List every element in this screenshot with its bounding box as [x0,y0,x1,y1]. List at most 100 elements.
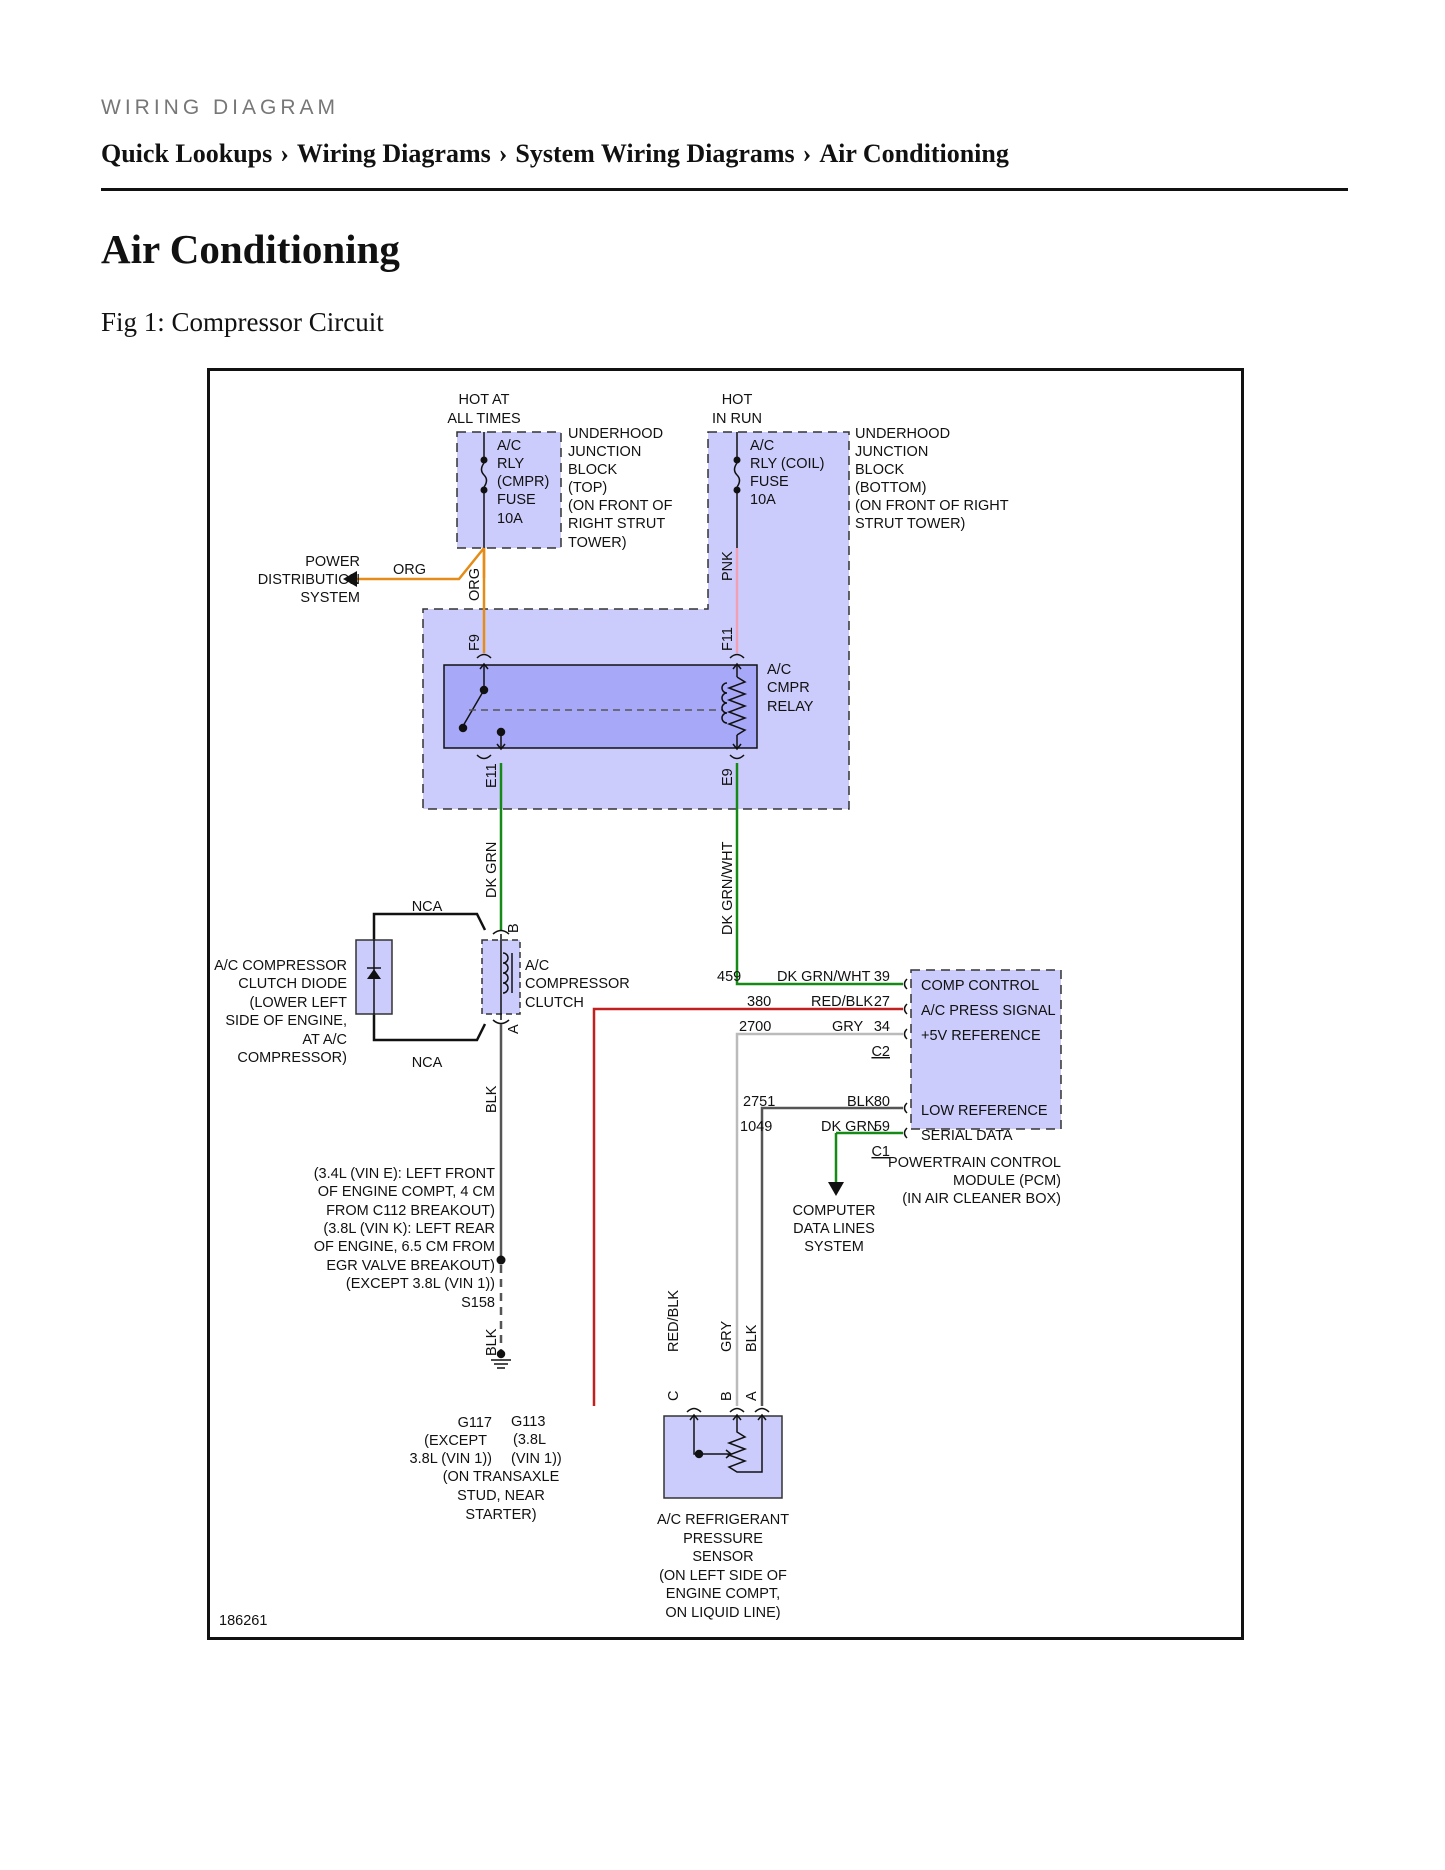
svg-text:A/C COMPRESSOR: A/C COMPRESSOR [214,958,347,974]
svg-text:JUNCTION: JUNCTION [855,444,928,460]
label-clutch: A/C COMPRESSOR CLUTCH [525,958,630,1011]
svg-text:10A: 10A [750,492,776,508]
wiring-diagram-figure: HOT AT ALL TIMES HOT IN RUN A/C RLY (CMP… [207,368,1244,1640]
svg-text:A/C: A/C [497,438,521,454]
svg-text:DK GRN/WHT: DK GRN/WHT [777,969,871,985]
svg-text:2751: 2751 [743,1094,775,1110]
svg-text:(ON FRONT OF RIGHT: (ON FRONT OF RIGHT [855,498,1009,514]
sensor-symbol [686,1407,770,1473]
relay-switch-symbol [458,665,723,748]
diode-icon [367,940,381,1014]
svg-text:POWER: POWER [305,554,360,570]
svg-text:HOT: HOT [722,392,753,408]
breadcrumb-separator: › [498,139,508,168]
svg-text:GRY: GRY [832,1019,863,1035]
svg-text:SIDE OF ENGINE,: SIDE OF ENGINE, [225,1013,347,1029]
breadcrumb-item-air-conditioning[interactable]: Air Conditioning [819,139,1009,168]
svg-text:BLOCK: BLOCK [855,462,904,478]
svg-text:A/C: A/C [750,438,774,454]
svg-text:DK GRN: DK GRN [821,1119,877,1135]
label-clutch-diode: A/C COMPRESSOR CLUTCH DIODE (LOWER LEFT … [214,958,347,1066]
svg-text:FROM C112 BREAKOUT): FROM C112 BREAKOUT) [326,1203,495,1219]
figure-caption: Fig 1: Compressor Circuit [101,307,384,337]
label-hot-in-run: HOT IN RUN [712,392,762,427]
svg-text:(ON LEFT SIDE OF: (ON LEFT SIDE OF [659,1568,787,1584]
wire-label-blk: BLK [484,1085,500,1113]
pcm-row-5v-reference: 2700 GRY 34 +5V REFERENCE [739,1019,1041,1044]
clutch-coil-icon [492,929,513,1025]
svg-text:39: 39 [874,969,890,985]
wire-label-gry: GRY [719,1321,735,1352]
ujb-top-box [456,431,562,549]
svg-text:IN RUN: IN RUN [712,411,762,427]
header-divider [101,188,1348,191]
svg-text:(BOTTOM): (BOTTOM) [855,480,926,496]
svg-text:(TOP): (TOP) [568,480,607,496]
connector-c2: C2 [871,1044,890,1060]
svg-text:(ON TRANSAXLE: (ON TRANSAXLE [443,1469,560,1485]
svg-text:STARTER): STARTER) [465,1507,536,1523]
pin-f11: F11 [720,627,736,651]
wire-label-org: ORG [393,562,426,578]
pcm-row-comp-control: 459 DK GRN/WHT 39 COMP CONTROL [717,969,1039,994]
label-fuse-cmpr: A/C RLY (CMPR) FUSE 10A [497,438,549,527]
svg-text:ON LIQUID LINE): ON LIQUID LINE) [665,1605,780,1621]
svg-text:OF ENGINE COMPT, 4 CM: OF ENGINE COMPT, 4 CM [318,1184,495,1200]
computer-data-arrow-icon [828,1182,844,1196]
svg-text:SYSTEM: SYSTEM [300,590,360,606]
pcm-row-serial-data: 1049 DK GRN 59 SERIAL DATA [740,1119,1013,1144]
label-g117: G117 (EXCEPT 3.8L (VIN 1)) [410,1415,492,1467]
svg-text:A/C: A/C [767,662,791,678]
svg-text:DISTRIBUTION: DISTRIBUTION [258,572,360,588]
wire-label-dk-grn-wht: DK GRN/WHT [720,841,736,935]
wire-label-org-vertical: ORG [467,568,483,601]
pcm-row-low-reference: 2751 BLK 80 LOW REFERENCE [743,1094,1048,1119]
label-ground-note: (3.4L (VIN E): LEFT FRONT OF ENGINE COMP… [314,1166,495,1292]
svg-text:(EXCEPT: (EXCEPT [424,1433,487,1449]
label-nca-top: NCA [412,899,443,915]
pcm-box [910,969,1062,1130]
svg-text:STUD, NEAR: STUD, NEAR [457,1488,545,1504]
svg-text:SENSOR: SENSOR [692,1549,753,1565]
svg-text:(EXCEPT 3.8L (VIN 1)): (EXCEPT 3.8L (VIN 1)) [346,1276,495,1292]
svg-text:59: 59 [874,1119,890,1135]
breadcrumb-item-wiring-diagrams[interactable]: Wiring Diagrams [296,139,491,168]
breadcrumb: Quick Lookups›Wiring Diagrams›System Wir… [101,139,1009,169]
fuse-coil-symbol [733,432,741,548]
wire-gry [735,1032,903,1406]
svg-text:SYSTEM: SYSTEM [804,1239,864,1255]
svg-text:(3.8L (VIN K): LEFT REAR: (3.8L (VIN K): LEFT REAR [323,1221,495,1237]
svg-text:RLY: RLY [497,456,524,472]
svg-text:1049: 1049 [740,1119,772,1135]
svg-text:A/C: A/C [525,958,549,974]
svg-text:27: 27 [874,994,890,1010]
svg-text:UNDERHOOD: UNDERHOOD [568,426,663,442]
svg-text:RIGHT STRUT: RIGHT STRUT [568,516,665,532]
svg-text:BLOCK: BLOCK [568,462,617,478]
page-title: Air Conditioning [101,226,400,272]
pin-a: A [506,1024,522,1034]
ac-cmpr-relay [443,664,758,749]
relay-coil-symbol [721,665,748,748]
breadcrumb-separator: › [802,139,812,168]
svg-text:LOW REFERENCE: LOW REFERENCE [921,1103,1048,1119]
breadcrumb-item-quick-lookups[interactable]: Quick Lookups [101,139,273,168]
pin-a-sensor: A [744,1391,760,1401]
svg-text:+5V REFERENCE: +5V REFERENCE [921,1028,1041,1044]
svg-text:A/C PRESS SIGNAL: A/C PRESS SIGNAL [921,1003,1056,1019]
svg-text:(ON FRONT OF: (ON FRONT OF [568,498,673,514]
svg-text:34: 34 [874,1019,890,1035]
pcm-row-press-signal: 380 RED/BLK 27 A/C PRESS SIGNAL [747,994,1056,1019]
svg-text:80: 80 [874,1094,890,1110]
svg-text:JUNCTION: JUNCTION [568,444,641,460]
svg-text:(IN AIR CLEANER BOX): (IN AIR CLEANER BOX) [902,1191,1061,1207]
label-fuse-coil: A/C RLY (COIL) FUSE 10A [750,438,824,508]
svg-text:COMPUTER: COMPUTER [793,1203,876,1219]
svg-text:RED/BLK: RED/BLK [811,994,873,1010]
breadcrumb-item-system-wiring-diagrams[interactable]: System Wiring Diagrams [515,139,795,168]
svg-text:BLK: BLK [847,1094,875,1110]
svg-text:STRUT TOWER): STRUT TOWER) [855,516,965,532]
power-distribution-arrow-icon [343,571,357,587]
wire-label-blk-sensor: BLK [744,1324,760,1352]
label-g113: G113 (3.8L (VIN 1)) [511,1414,562,1467]
